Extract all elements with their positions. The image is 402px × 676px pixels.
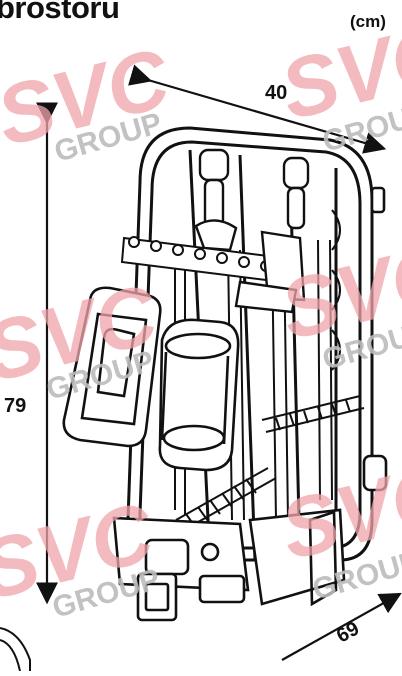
center-light [158,318,240,472]
width-arrow [128,64,387,154]
height-label: 79 [4,395,27,417]
page-title: brostoru [0,0,120,25]
depth-arrow [281,592,402,661]
width-label: 40 [265,82,288,104]
partial-item-corner [0,627,31,672]
right-arm-clamp [234,230,306,314]
base-hitch [112,186,388,622]
left-light [62,286,162,448]
unit-label: (cm) [350,12,386,31]
top-clamps [194,148,310,252]
